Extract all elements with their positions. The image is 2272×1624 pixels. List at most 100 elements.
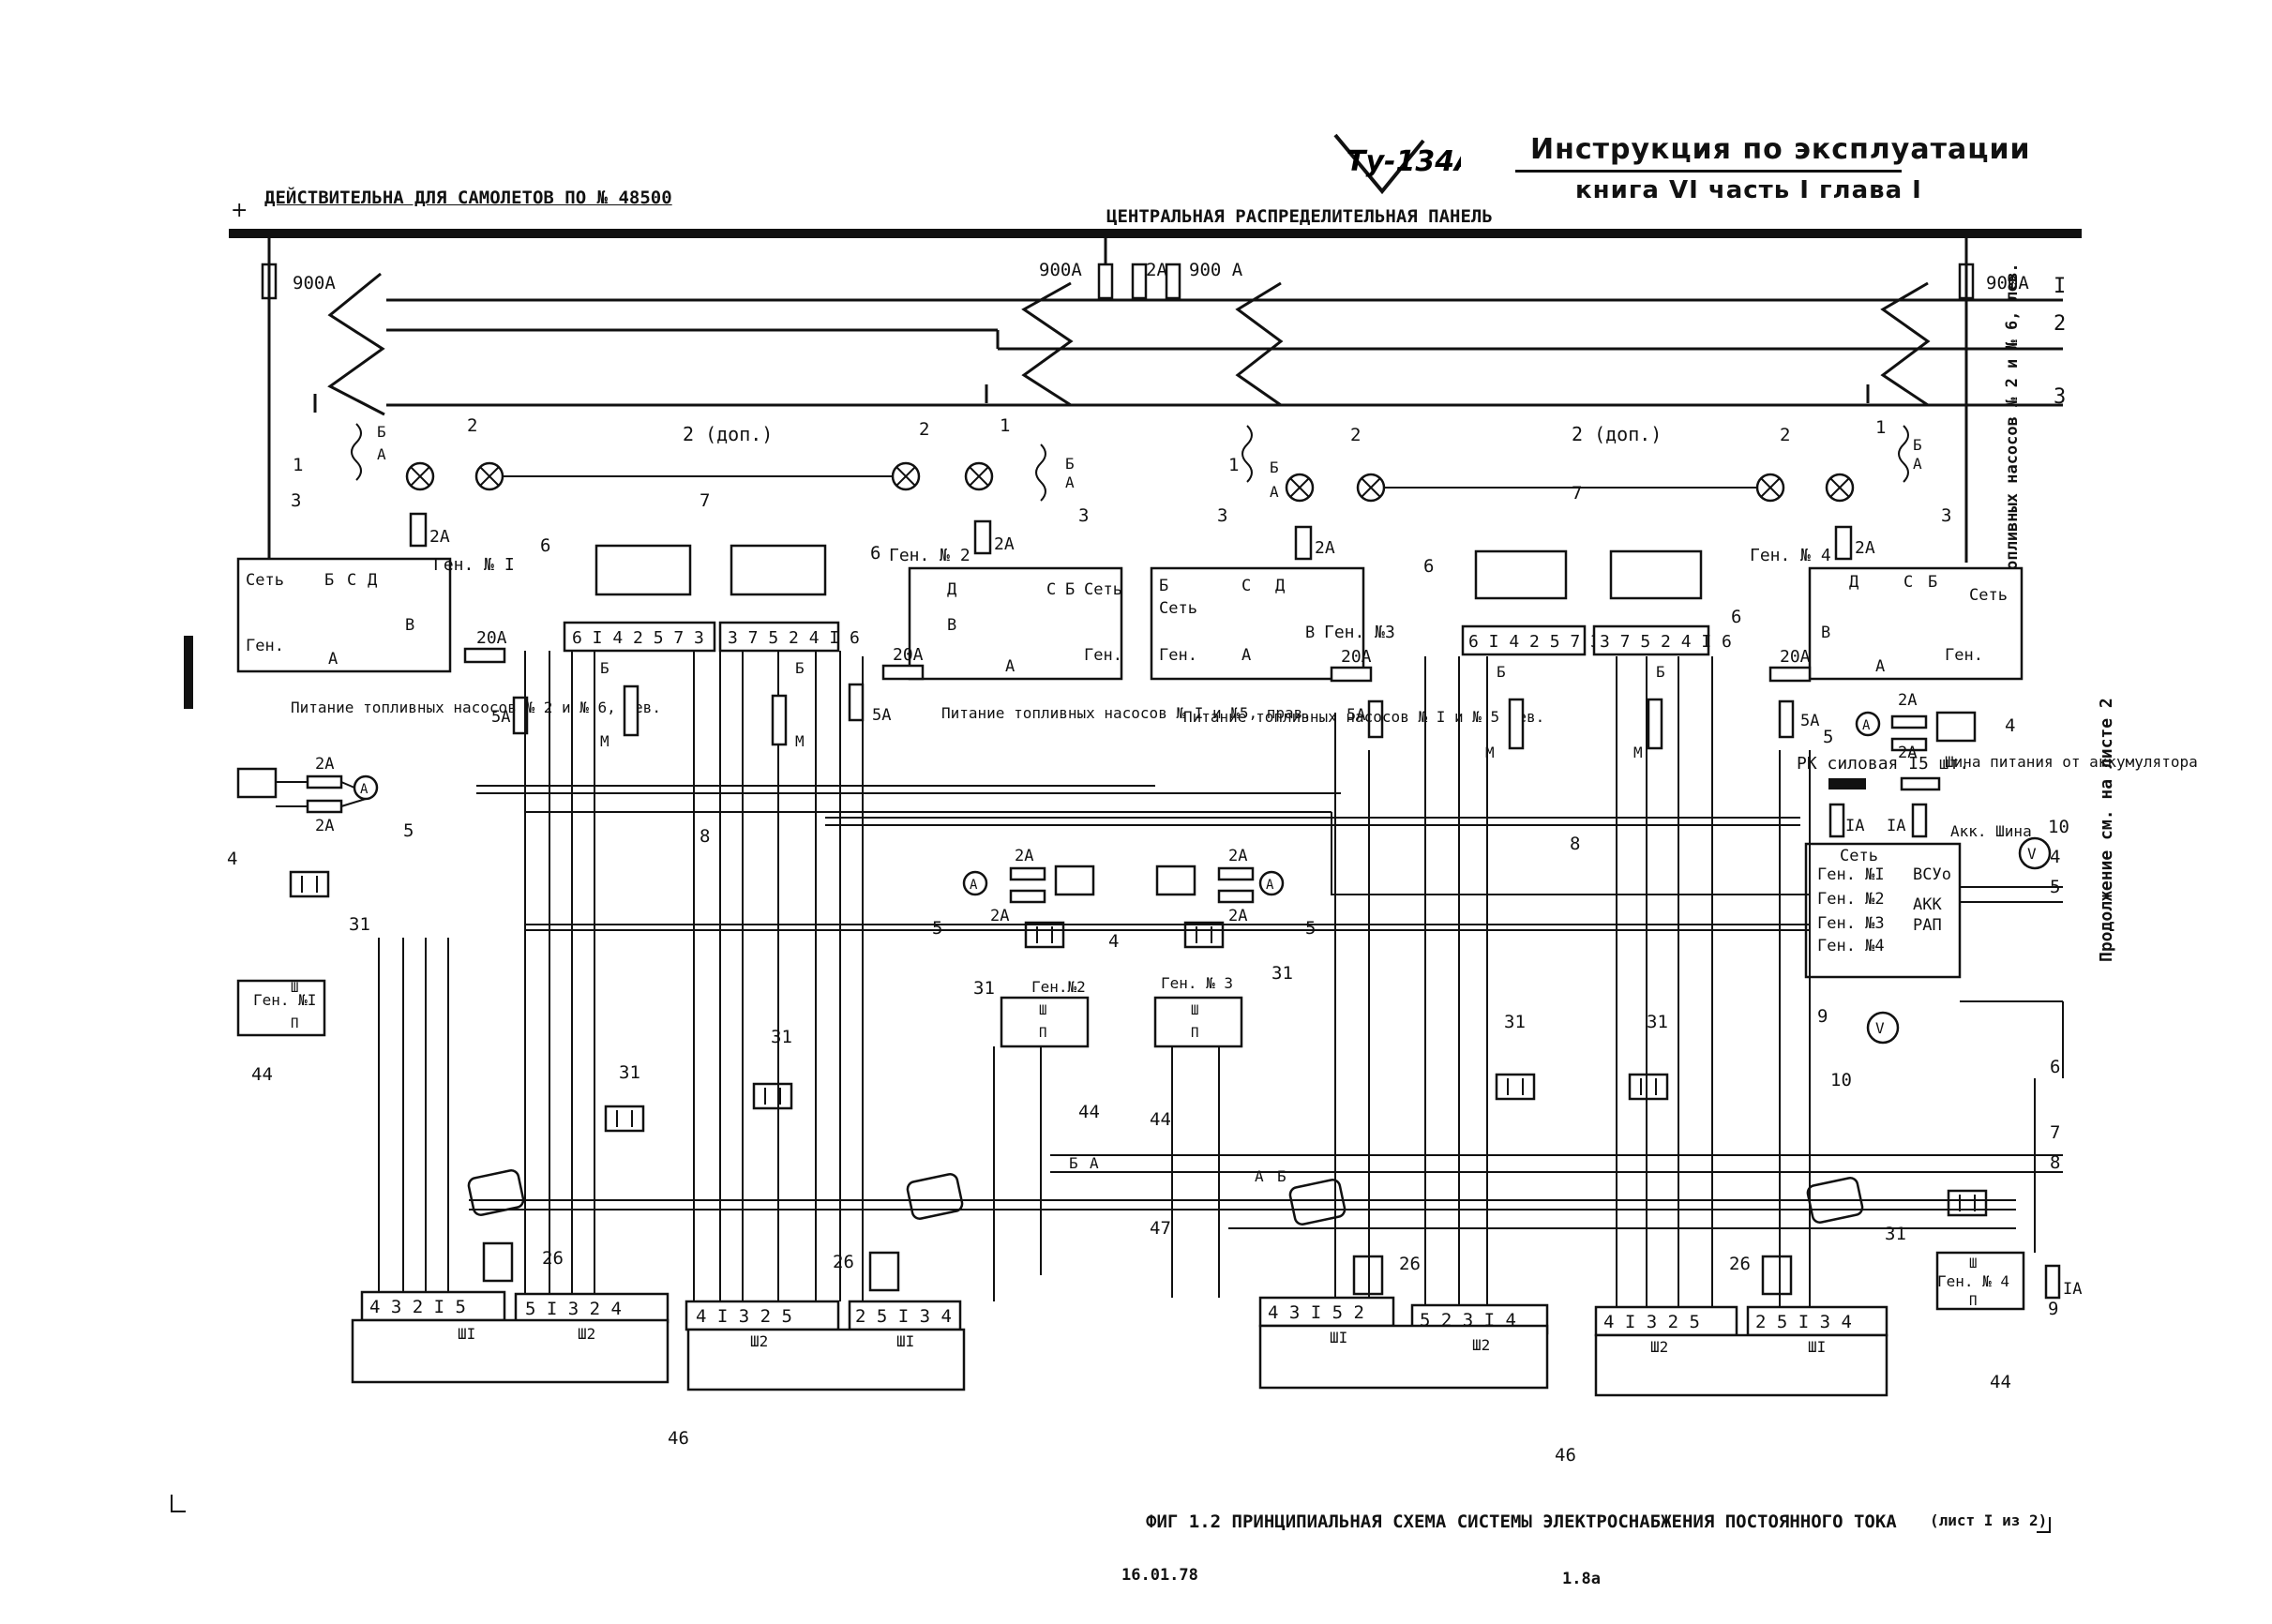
- connector-block-7: 4 I 3 2 5: [1594, 1305, 1738, 1337]
- svg-text:4 3 I 5 2: 4 3 I 5 2: [1268, 1302, 1364, 1323]
- svg-text:А: А: [1005, 657, 1015, 676]
- generator-housing-4: [1594, 1333, 1888, 1397]
- relay-26-a: [482, 1241, 514, 1283]
- svg-text:РАП: РАП: [1913, 916, 1942, 935]
- shunt-group-right: A 2А 2А: [1855, 691, 1977, 762]
- terminal-strip-left-b: 3 7 5 2 4 I 6: [718, 621, 860, 653]
- block-7-b: [730, 544, 827, 596]
- callout-31-d: 31: [619, 1062, 640, 1083]
- callout-1-c: 1: [1228, 455, 1239, 475]
- svg-text:А: А: [328, 650, 338, 669]
- mark-b-4: Б: [1913, 436, 1922, 454]
- svg-text:Ген. №I: Ген. №I: [253, 991, 316, 1009]
- svg-text:Ген. № 4: Ген. № 4: [1750, 546, 1831, 565]
- fuse-2a-panel: 2А: [1131, 260, 1167, 300]
- document-date: 16.01.78: [1121, 1566, 1198, 1585]
- svg-text:Ген. №I: Ген. №I: [1817, 865, 1885, 884]
- svg-text:Ген.: Ген.: [1159, 646, 1197, 665]
- svg-text:Сеть: Сеть: [1159, 599, 1197, 618]
- callout-26-c: 26: [1399, 1254, 1421, 1274]
- svg-text:АКК: АКК: [1913, 895, 1942, 914]
- callout-1-a: 1: [293, 455, 303, 475]
- svg-text:П: П: [1969, 1294, 1977, 1309]
- svg-text:2А: 2А: [1015, 847, 1033, 865]
- filter-31-f: [1495, 1073, 1536, 1101]
- central-bus-bar: [229, 229, 2082, 238]
- fuse-2a-g1-label: 2А: [429, 527, 450, 547]
- vertical-wiring: [378, 651, 2036, 1307]
- block-7-d: [1609, 549, 1703, 600]
- fuse-5a-b: [848, 683, 865, 722]
- relay-26-d: [1761, 1255, 1793, 1296]
- callout-7-a: 7: [700, 490, 710, 511]
- callout-1-d: 1: [1875, 417, 1886, 438]
- fuse-2a-g3-label: 2А: [1315, 538, 1335, 558]
- line-num-7: 7: [2050, 1122, 2060, 1143]
- mark-b-5: Б: [600, 659, 609, 677]
- svg-text:П: П: [1039, 1026, 1046, 1041]
- sh-label-3: Ш2: [750, 1332, 768, 1350]
- svg-text:Ш: Ш: [291, 981, 298, 996]
- fuel-mid-right-note: Питание топливных насосов № I и №5, прав…: [941, 704, 1312, 722]
- fuse-1a-b: [1911, 803, 1928, 838]
- mark-m-4: М: [1633, 744, 1643, 761]
- rheostat-8-d: [1647, 698, 1663, 750]
- filter-31-b: [1024, 921, 1065, 949]
- sh-label-1: ШI: [458, 1325, 475, 1343]
- mark-b-7: Б: [1497, 663, 1506, 681]
- fuse-20a-g1: [463, 647, 506, 664]
- fuse-900a-gen4: 900А: [1958, 238, 2029, 563]
- fuse-20a-g4-label: 20А: [1780, 647, 1811, 667]
- svg-text:Ген. № 4: Ген. № 4: [1937, 1272, 2009, 1290]
- mark-b-10: Б: [1277, 1167, 1286, 1185]
- logo: Ту-134А: [1330, 129, 1476, 195]
- rheostat-8-c: [1508, 698, 1525, 750]
- callout-7-b: 7: [1572, 483, 1582, 504]
- svg-text:6 I 4 2 5 7 3: 6 I 4 2 5 7 3: [572, 628, 704, 648]
- callout-8-a: 8: [700, 826, 710, 847]
- validity-note: ДЕЙСТВИТЕЛЬНА ДЛЯ САМОЛЕТОВ ПО № 48500: [264, 188, 672, 208]
- fuse-1a-a: [1828, 803, 1845, 838]
- fuse-5a-c-label: 5А: [1347, 706, 1365, 725]
- corner-mark-right: [2037, 1517, 2051, 1533]
- fuse-20a-g1-label: 20А: [476, 628, 507, 648]
- fuse-2a-g1: [409, 512, 428, 548]
- svg-text:В: В: [1305, 624, 1315, 642]
- svg-text:Сеть: Сеть: [246, 571, 284, 590]
- relay-26-b: [868, 1251, 900, 1292]
- terminal-strip-right-b: 3 7 5 2 4 I 6: [1592, 624, 1732, 656]
- dop-label-right: 2 (доп.): [1572, 423, 1662, 445]
- svg-text:А: А: [1875, 657, 1885, 676]
- svg-text:П: П: [1191, 1026, 1198, 1041]
- svg-text:2А: 2А: [1228, 907, 1247, 925]
- rheostat-8-b: [771, 694, 788, 746]
- svg-text:Б: Б: [324, 571, 334, 590]
- fuse-1a-line9-label: IА: [2063, 1280, 2082, 1299]
- line-num-5: 5: [2050, 877, 2060, 897]
- svg-text:900А: 900А: [1039, 260, 1082, 280]
- logo-text: Ту-134А: [1347, 145, 1461, 178]
- mark-b-8: Б: [1656, 663, 1665, 681]
- callout-6-c: 6: [1423, 556, 1434, 577]
- mark-m-3: М: [1485, 744, 1495, 761]
- rheostat-8-a: [623, 684, 639, 737]
- svg-text:2А: 2А: [1898, 691, 1917, 710]
- lamp-indicators-right: [1285, 473, 1855, 503]
- callout-4-a: 4: [227, 849, 237, 869]
- svg-text:900 А: 900 А: [1189, 260, 1243, 280]
- fuse-1a-b-label: IА: [1887, 817, 1905, 835]
- fuse-5a-c: [1367, 699, 1384, 739]
- fuse-2a-g2-label: 2А: [994, 534, 1015, 554]
- svg-text:2 5 I 3 4: 2 5 I 3 4: [1755, 1312, 1852, 1332]
- sh-label-8: ШI: [1808, 1338, 1826, 1356]
- mark-a-9: А: [1090, 1154, 1099, 1172]
- central-panel-label: ЦЕНТРАЛЬНАЯ РАСПРЕДЕЛИТЕЛЬНАЯ ПАНЕЛЬ: [1106, 206, 1493, 227]
- sh-label-5: ШI: [1330, 1329, 1347, 1346]
- fuse-20a-g2-label: 20А: [893, 645, 924, 665]
- callout-6-d: 6: [1731, 607, 1741, 627]
- callout-5-b: 5: [932, 918, 942, 939]
- document-title: Инструкция по эксплуатации: [1530, 133, 2031, 166]
- callout-3-b: 3: [1078, 505, 1089, 526]
- svg-text:A: A: [1862, 718, 1871, 733]
